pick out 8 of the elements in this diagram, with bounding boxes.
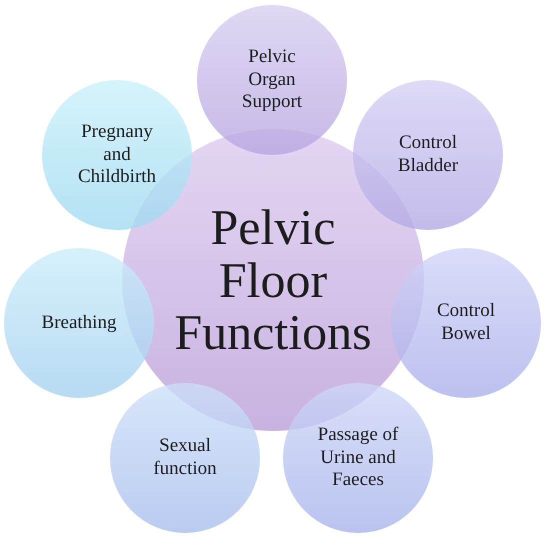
circle-label: Control Bowel bbox=[436, 300, 496, 346]
circle-label: Control Bladder bbox=[396, 132, 460, 178]
circle-label: Passage of Urine and Faeces bbox=[316, 424, 400, 492]
circle-label: Breathing bbox=[42, 312, 116, 334]
hub-label: Pelvic Floor Functions bbox=[173, 201, 373, 359]
circle-label: Sexual function bbox=[152, 435, 218, 481]
circle-label: Pregnany and Childbirth bbox=[76, 120, 158, 190]
circle-label: Pelvic Organ Support bbox=[240, 46, 304, 114]
